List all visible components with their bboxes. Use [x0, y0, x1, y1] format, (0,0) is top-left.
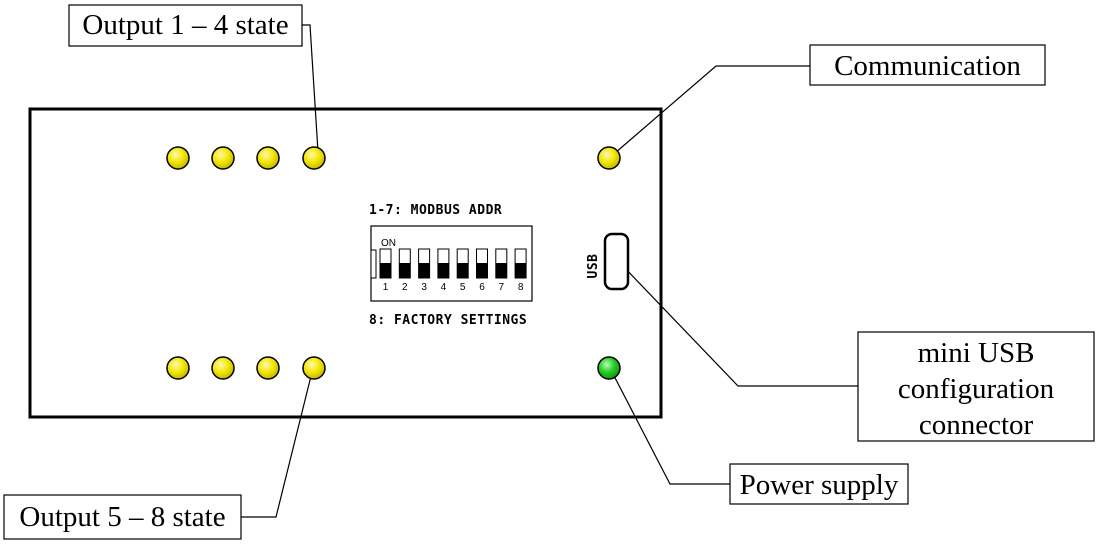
led-output-4 — [302, 146, 326, 170]
callout-usb: mini USB configuration connector — [857, 331, 1095, 442]
dip-lever-knob-5 — [457, 263, 469, 278]
led-output-3 — [256, 146, 280, 170]
device-board — [28, 107, 663, 419]
dip-edge-marker — [370, 249, 377, 279]
led-output-8 — [302, 356, 326, 380]
dip-lever-knob-7 — [495, 263, 507, 278]
callout-usb-line2: configuration — [898, 373, 1055, 405]
led-communication — [597, 146, 621, 170]
leader-usb — [619, 262, 858, 387]
output-leds-top — [166, 146, 326, 170]
callout-outputs-top-text: Output 1 – 4 state — [82, 9, 288, 41]
dip-numbers: 1 2 3 4 5 6 7 8 — [383, 282, 524, 293]
usb-connector — [603, 232, 630, 291]
callout-power: Power supply — [729, 463, 909, 505]
dip-number: 3 — [421, 282, 427, 293]
dip-lever-knob-3 — [418, 263, 430, 278]
dip-bottom-label: 8: FACTORY SETTINGS — [369, 313, 527, 328]
leader-outputs-bottom — [241, 371, 313, 518]
leader-lines — [241, 24, 858, 518]
dip-lever-knob-2 — [399, 263, 411, 278]
led-output-7 — [256, 356, 280, 380]
dip-number: 6 — [479, 282, 485, 293]
dip-lever-knob-4 — [437, 263, 449, 278]
dip-number: 4 — [441, 282, 447, 293]
callout-usb-line1: mini USB — [918, 337, 1035, 369]
dip-levers — [379, 248, 527, 279]
dip-number: 2 — [402, 282, 408, 293]
dip-number: 8 — [518, 282, 524, 293]
callout-communication: Communication — [809, 44, 1046, 86]
dip-lever-knob-8 — [515, 263, 527, 278]
callout-usb-line3: connector — [919, 409, 1034, 441]
callout-outputs-bottom: Output 5 – 8 state — [3, 494, 242, 540]
callout-outputs-top: Output 1 – 4 state — [68, 4, 303, 47]
leader-outputs-top — [302, 24, 319, 153]
output-leds-bottom — [166, 356, 326, 380]
led-output-2 — [211, 146, 235, 170]
dip-top-label: 1-7: MODBUS ADDR — [369, 203, 502, 218]
dip-lever-knob-6 — [476, 263, 488, 278]
led-output-6 — [211, 356, 235, 380]
dip-number: 5 — [460, 282, 466, 293]
leader-power — [611, 371, 730, 485]
dip-number: 1 — [383, 282, 389, 293]
dip-number: 7 — [499, 282, 505, 293]
dip-switch: ON 1 2 3 4 5 6 7 8 — [370, 225, 533, 302]
dip-lever-knob-1 — [380, 263, 391, 278]
callout-outputs-bottom-text: Output 5 – 8 state — [19, 501, 225, 533]
callout-communication-text: Communication — [834, 50, 1021, 82]
led-output-5 — [166, 356, 190, 380]
leader-communication — [614, 65, 810, 154]
led-output-1 — [166, 146, 190, 170]
usb-label: USB — [586, 254, 601, 279]
callout-power-text: Power supply — [740, 469, 899, 501]
led-power — [597, 356, 621, 380]
dip-on-label: ON — [381, 238, 396, 249]
